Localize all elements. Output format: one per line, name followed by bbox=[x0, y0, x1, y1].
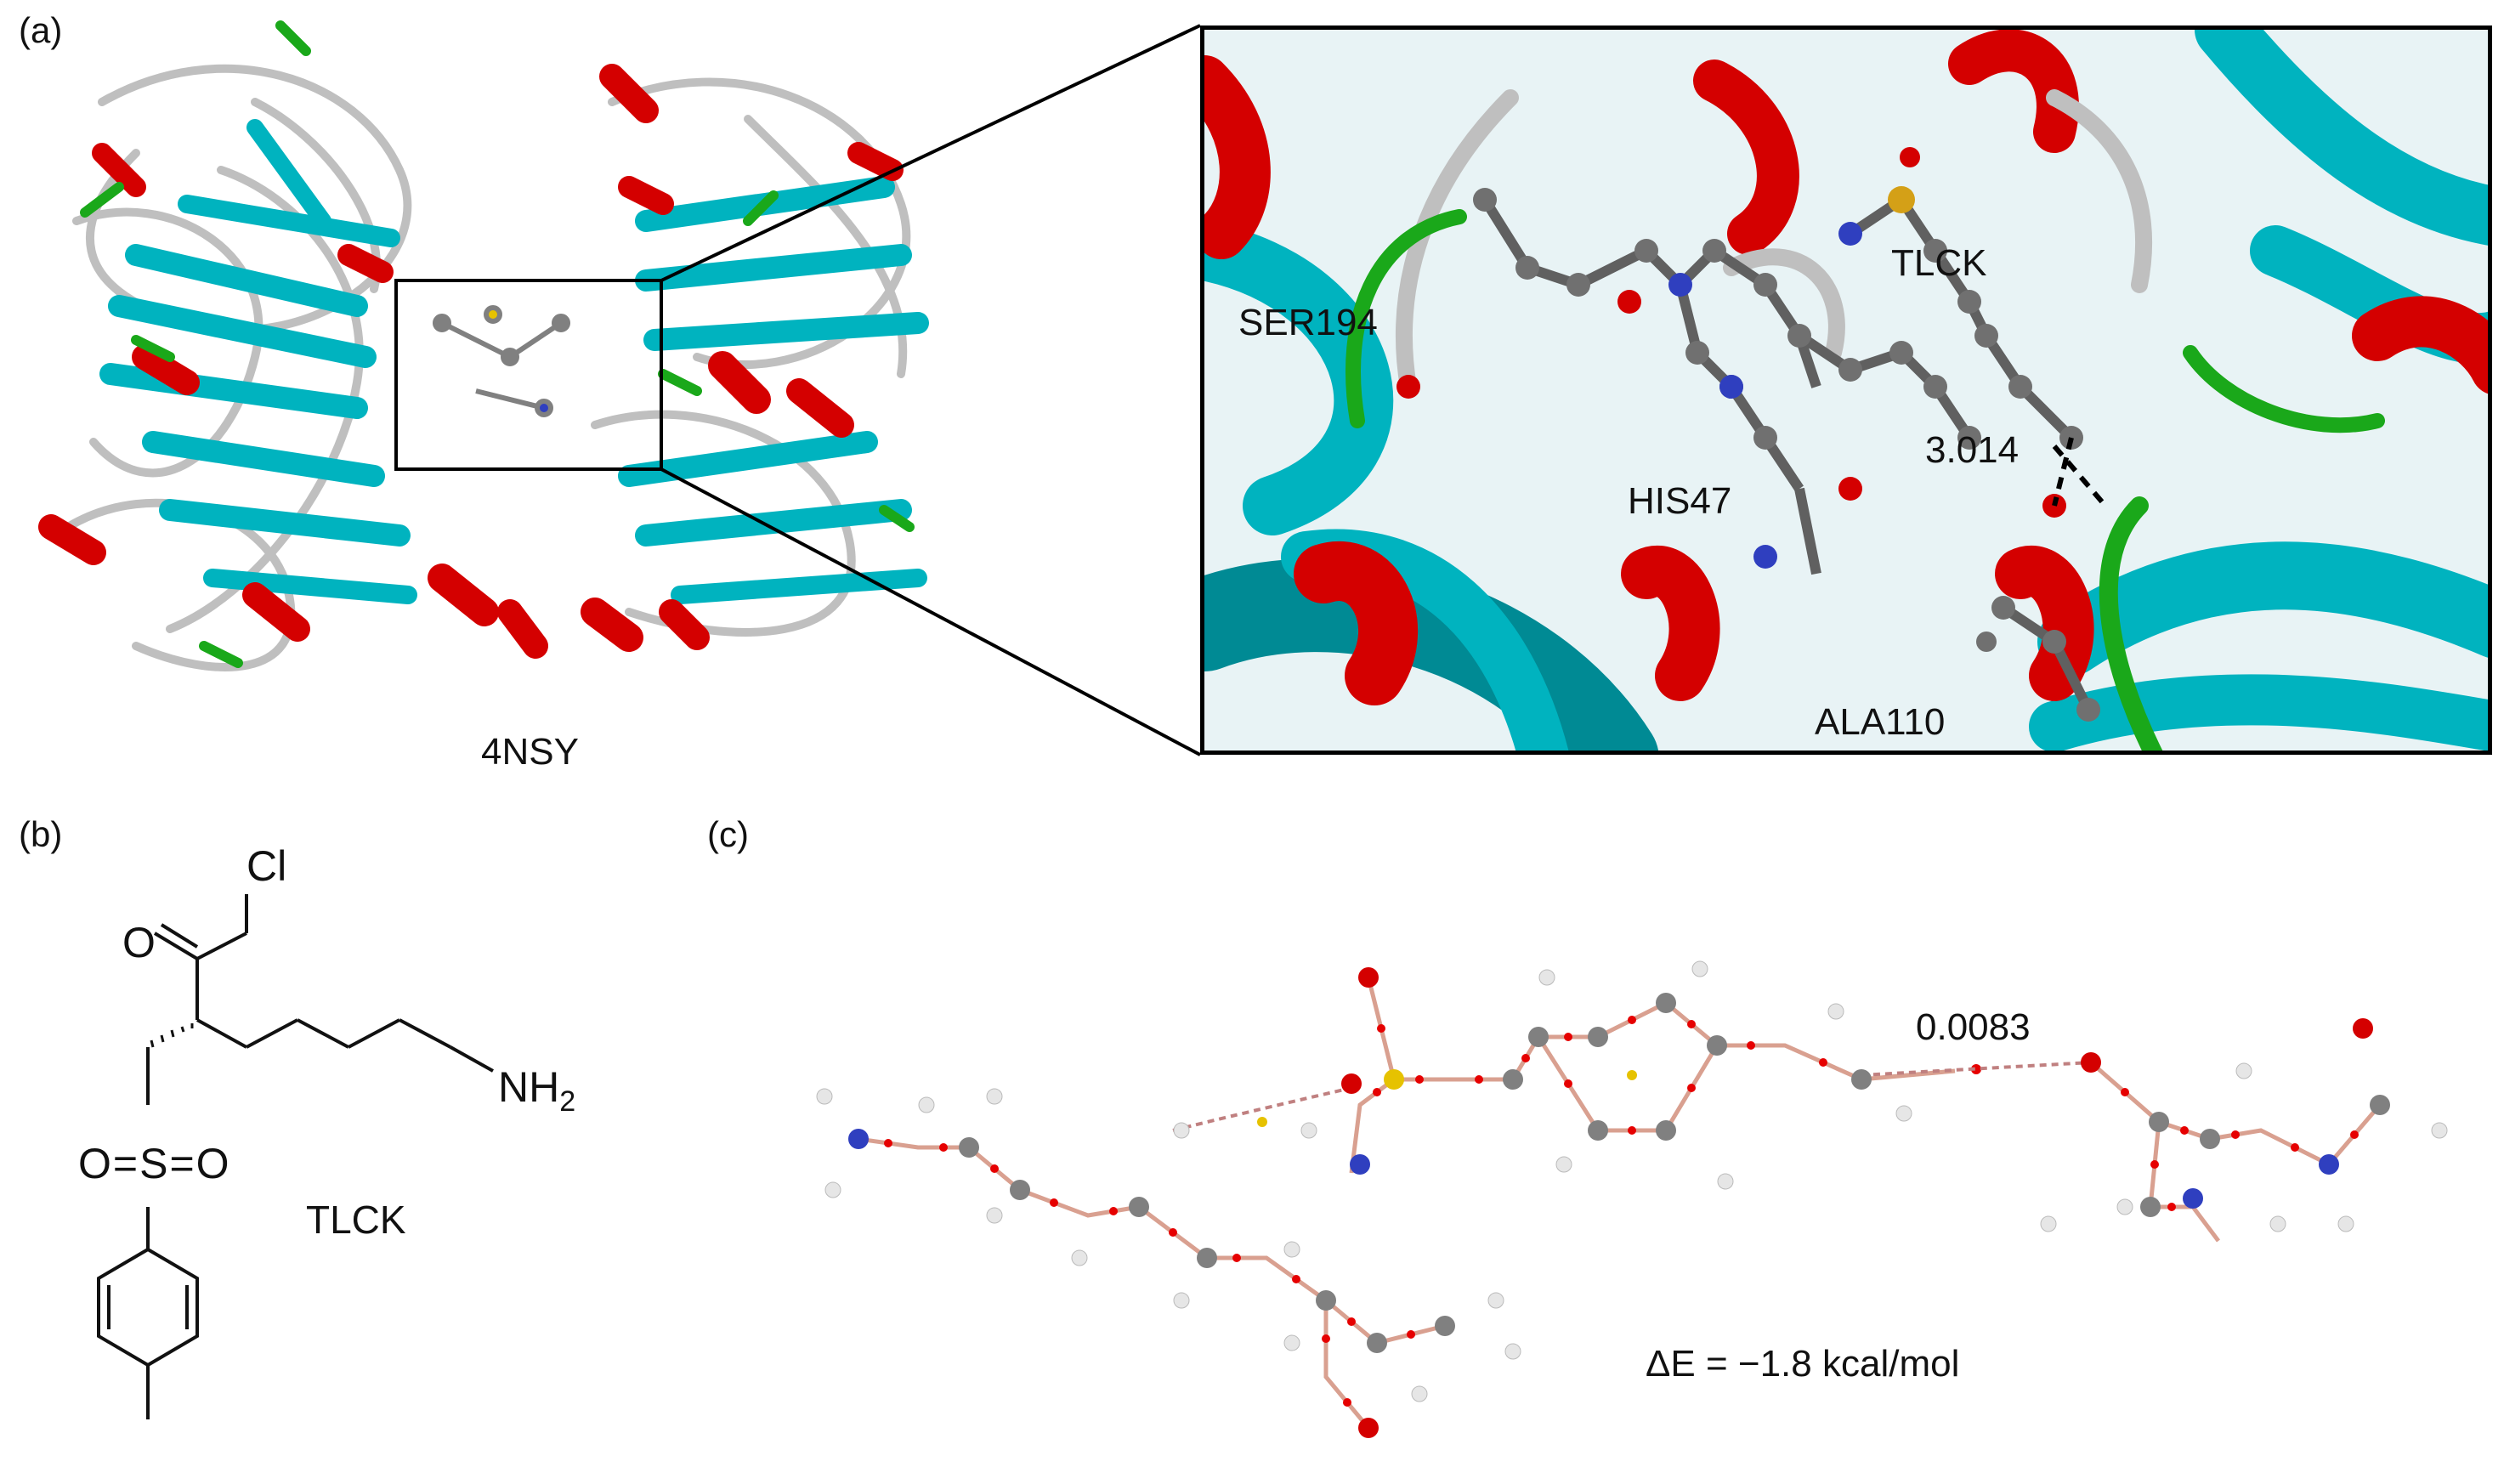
zoom-view: SER194 TLCK HIS47 3.014 ALA110 bbox=[1200, 25, 2492, 755]
zoom-connector-top bbox=[660, 24, 1201, 282]
zoom-view-art bbox=[1204, 30, 2488, 750]
protein-ribbon-left bbox=[38, 20, 548, 671]
ligand-cluster bbox=[433, 305, 570, 417]
ala110-label: ALA110 bbox=[1815, 701, 1946, 743]
panel-b-label: (b) bbox=[19, 814, 63, 854]
pdb-id-label: 4NSY bbox=[481, 731, 579, 773]
zoom-region-box bbox=[394, 279, 663, 471]
panel-a-label: (a) bbox=[19, 10, 63, 50]
tlck-zoom-label: TLCK bbox=[1891, 242, 1987, 284]
zoom-connector-bottom bbox=[660, 467, 1201, 756]
sulfonyl-group: O=S=O bbox=[78, 1140, 231, 1187]
distance-label: 3.014 bbox=[1925, 429, 2020, 471]
hbond-distance-line bbox=[2052, 437, 2074, 507]
his47-label: HIS47 bbox=[1628, 480, 1732, 522]
protein-ribbon-right bbox=[581, 64, 929, 652]
interaction-value-label: 0.0083 bbox=[1916, 1006, 2031, 1048]
amine-group: NH2 bbox=[498, 1063, 576, 1118]
ser194-label: SER194 bbox=[1238, 302, 1378, 343]
carbonyl-oxygen-atom: O bbox=[122, 919, 156, 966]
chlorine-atom: Cl bbox=[246, 842, 287, 890]
tlck-name-label: TLCK bbox=[306, 1198, 406, 1242]
panel-c-label: (c) bbox=[707, 814, 749, 854]
energy-label: ΔE = −1.8 kcal/mol bbox=[1646, 1343, 1960, 1385]
